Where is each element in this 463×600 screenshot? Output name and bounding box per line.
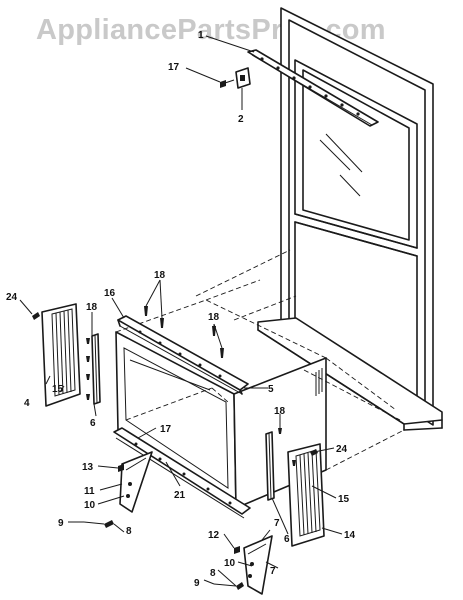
callout-14: 14	[344, 530, 356, 541]
callout-5: 5	[268, 384, 274, 395]
callout-8-left: 8	[126, 526, 132, 537]
callout-4: 4	[24, 398, 30, 409]
callout-10-left: 10	[84, 500, 96, 511]
callout-15-right: 15	[338, 494, 350, 505]
callout-15-left: 15	[52, 384, 64, 395]
leader-lines	[19, 35, 343, 587]
callout-11: 11	[84, 486, 95, 497]
callout-1: 1	[198, 30, 204, 41]
callout-18-middle: 18	[208, 312, 220, 323]
callout-18-left: 18	[86, 302, 98, 313]
callout-21: 21	[174, 490, 186, 501]
left-support-bracket	[83, 451, 153, 528]
callout-24-left: 24	[6, 292, 18, 303]
callout-13: 13	[82, 462, 94, 473]
mounting-bracket	[220, 67, 251, 89]
right-side-curtain	[265, 428, 325, 547]
callout-1-right-bracket: 7	[274, 518, 280, 529]
right-support-bracket	[213, 535, 273, 595]
callout-18-right: 18	[274, 406, 286, 417]
window-frame	[257, 7, 443, 431]
callout-7-right: 7	[270, 566, 276, 577]
callout-9-right: 9	[194, 578, 200, 589]
callout-labels: 1 2 4 5 6 6 7 7 8 8 9 9 10 10 11 12 13 1…	[6, 30, 356, 589]
callout-17-top: 17	[168, 62, 180, 73]
callout-16: 16	[104, 288, 116, 299]
callout-24-right: 24	[336, 444, 348, 455]
callout-12: 12	[208, 530, 220, 541]
callout-18-top: 18	[154, 270, 166, 281]
callout-8-right: 8	[210, 568, 216, 579]
screws-top	[144, 306, 224, 358]
callout-2: 2	[238, 114, 244, 125]
callout-10-right: 10	[224, 558, 236, 569]
callout-17-cabinet: 17	[160, 424, 172, 435]
callout-6-left: 6	[90, 418, 96, 429]
bottom-rail	[113, 427, 251, 519]
left-side-curtain	[32, 303, 101, 407]
top-mounting-rail	[247, 49, 379, 127]
callout-9-left: 9	[58, 518, 64, 529]
callout-6-right: 6	[284, 534, 290, 545]
